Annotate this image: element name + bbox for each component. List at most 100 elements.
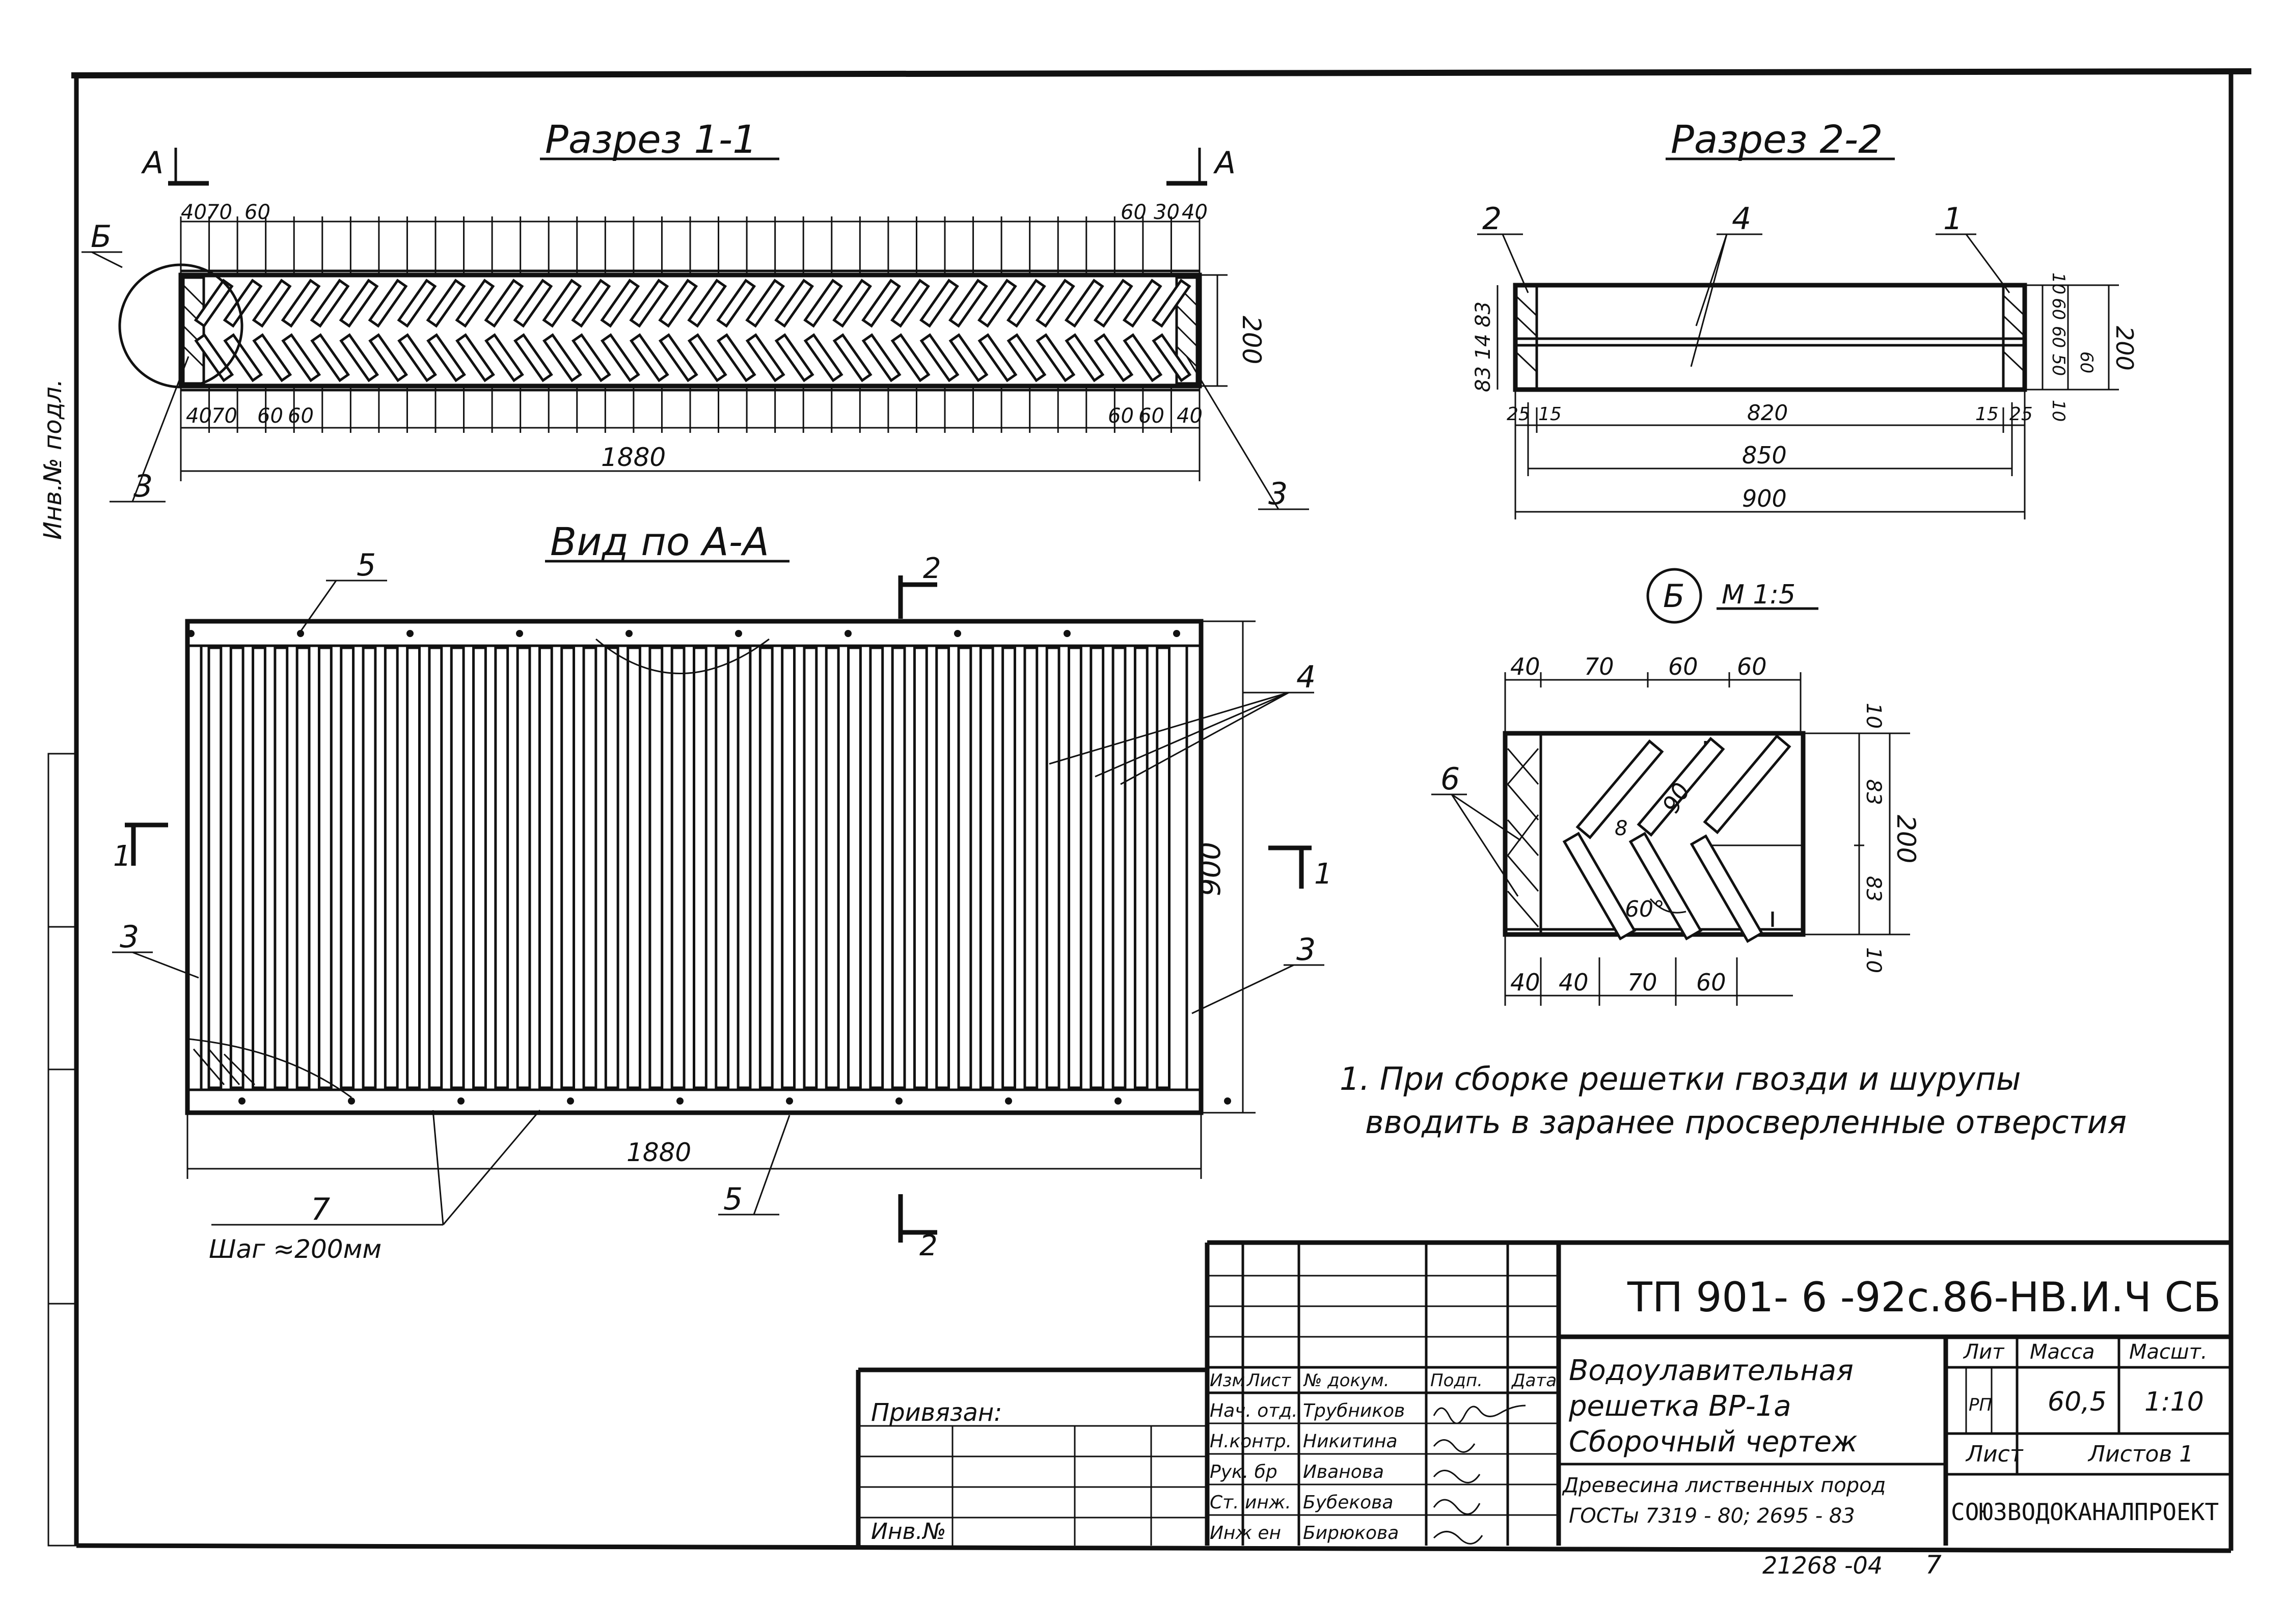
slat-lower (1123, 333, 1163, 382)
slat-upper (948, 279, 988, 328)
tb-name-line-2: решетка ВР-1а (1568, 1390, 1791, 1423)
slat-lower (1065, 333, 1105, 382)
s2-right-10-b: 10 (2048, 400, 2069, 422)
view-a-a: Вид по А-А 5 4 3 3 1 (112, 519, 1332, 1264)
s1-bot-60-c: 60 (1108, 404, 1134, 428)
slat (715, 646, 730, 1089)
slat-lower (1152, 333, 1192, 382)
slat (340, 646, 355, 1089)
cut-a-right: А (1213, 145, 1236, 181)
slat (428, 646, 443, 1089)
db-top-40: 40 (1510, 653, 1540, 680)
s2-bot-820: 820 (1747, 400, 1788, 425)
slat-lower (658, 333, 698, 382)
tb-name-line-1: Водоулавительная (1569, 1354, 1854, 1387)
margin-label: Инв.№ подл. (39, 379, 67, 540)
s1-height: 200 (1237, 316, 1266, 364)
va-callout-5-bottom: 5 (723, 1181, 743, 1217)
detail-b-scale: М 1:5 (1722, 580, 1795, 610)
slat-upper (977, 279, 1017, 328)
s1-bot-60-b: 60 (288, 404, 314, 428)
general-note: 1. При сборке решетки гвозди и шурупы вв… (1340, 1060, 2127, 1141)
section-2-title: Разрез 2-2 (1671, 117, 1883, 162)
detail-slat (1562, 832, 1637, 941)
detail-slat (1575, 739, 1664, 840)
tb-sheets-label: Листов 1 (2087, 1441, 2193, 1467)
slat-upper (484, 279, 524, 328)
detail-slat (1628, 832, 1703, 941)
slat-upper (1151, 279, 1191, 328)
slat-lower (455, 333, 495, 382)
nail-dot (406, 630, 414, 637)
detail-slat (1703, 734, 1791, 835)
slat (516, 646, 531, 1089)
va-cut-1-right: 1 (1314, 858, 1332, 891)
slat-upper (832, 279, 872, 328)
s1-callout-3-left: 3 (133, 469, 153, 504)
s1-top-60: 60 (244, 201, 270, 224)
nail-dot (1064, 630, 1071, 637)
view-a-slats (207, 646, 1171, 1089)
slat-upper (339, 279, 379, 328)
slat (1068, 646, 1082, 1089)
tb-name-0: Трубников (1303, 1400, 1405, 1421)
slat-lower (368, 333, 409, 382)
db-bot-40-a: 40 (1510, 969, 1540, 996)
nail-dot (625, 630, 633, 637)
detail-callout-b: Б (91, 219, 112, 255)
slat-lower (1006, 333, 1047, 382)
slat (229, 646, 244, 1089)
va-cut-2-top: 2 (923, 552, 941, 585)
slat-lower (745, 333, 785, 382)
db-right-10-bot: 10 (1862, 947, 1885, 973)
slat (869, 646, 884, 1089)
va-callout-4: 4 (1296, 659, 1316, 695)
tb-role-4: Инж ен (1210, 1523, 1281, 1544)
slat-lower (600, 333, 640, 382)
slat (450, 646, 465, 1089)
slat-upper (890, 279, 930, 328)
slat (494, 646, 509, 1089)
slat (627, 646, 641, 1089)
db-callout-6: 6 (1440, 761, 1460, 797)
nail-dot (845, 630, 852, 637)
slat-upper (281, 279, 321, 328)
slat (1001, 646, 1016, 1089)
tb-h-sign: Подп. (1430, 1370, 1483, 1391)
s1-bot-60-a: 60 (257, 404, 283, 428)
slat-upper (397, 279, 437, 328)
db-angle: 60° (1625, 896, 1665, 922)
slat (781, 646, 796, 1089)
va-callout-3-right: 3 (1296, 932, 1316, 968)
slat-upper (426, 279, 466, 328)
s1-top-70: 70 (206, 201, 232, 224)
section-2-2: Разрез 2-2 2 4 1 83 14 83 10 60 60 50 60… (1472, 117, 2138, 519)
slat (274, 646, 289, 1089)
s2-callout-4: 4 (1732, 201, 1751, 237)
slat-lower (484, 333, 524, 382)
s2-height: 200 (2111, 326, 2138, 371)
sheet-frame: Инв.№ подл. (39, 68, 2252, 1553)
slat (979, 646, 994, 1089)
slat-upper (658, 279, 698, 328)
db-right-10-top: 10 (1862, 703, 1885, 729)
signature-scribble (1433, 1405, 1526, 1545)
section-1-1: Разрез 1-1 А А Б 40 70 60 60 30 40 4 (81, 117, 1309, 512)
s2-dim-900: 900 (1742, 485, 1787, 512)
detail-slat (1637, 736, 1725, 837)
slat (384, 646, 399, 1089)
tb-scale-label: Масшт. (2129, 1340, 2208, 1364)
db-bot-70: 70 (1627, 969, 1657, 996)
slat (207, 646, 223, 1089)
slat (803, 646, 818, 1089)
slat-lower (629, 333, 669, 382)
tb-lit-label: Лит (1963, 1340, 2005, 1364)
view-a-nails (187, 630, 1231, 1105)
slat (891, 646, 906, 1089)
slat-lower (716, 333, 756, 382)
nail-dot (954, 630, 961, 637)
slat-lower (397, 333, 437, 382)
slat (758, 646, 774, 1089)
s2-callout-1: 1 (1943, 201, 1963, 237)
